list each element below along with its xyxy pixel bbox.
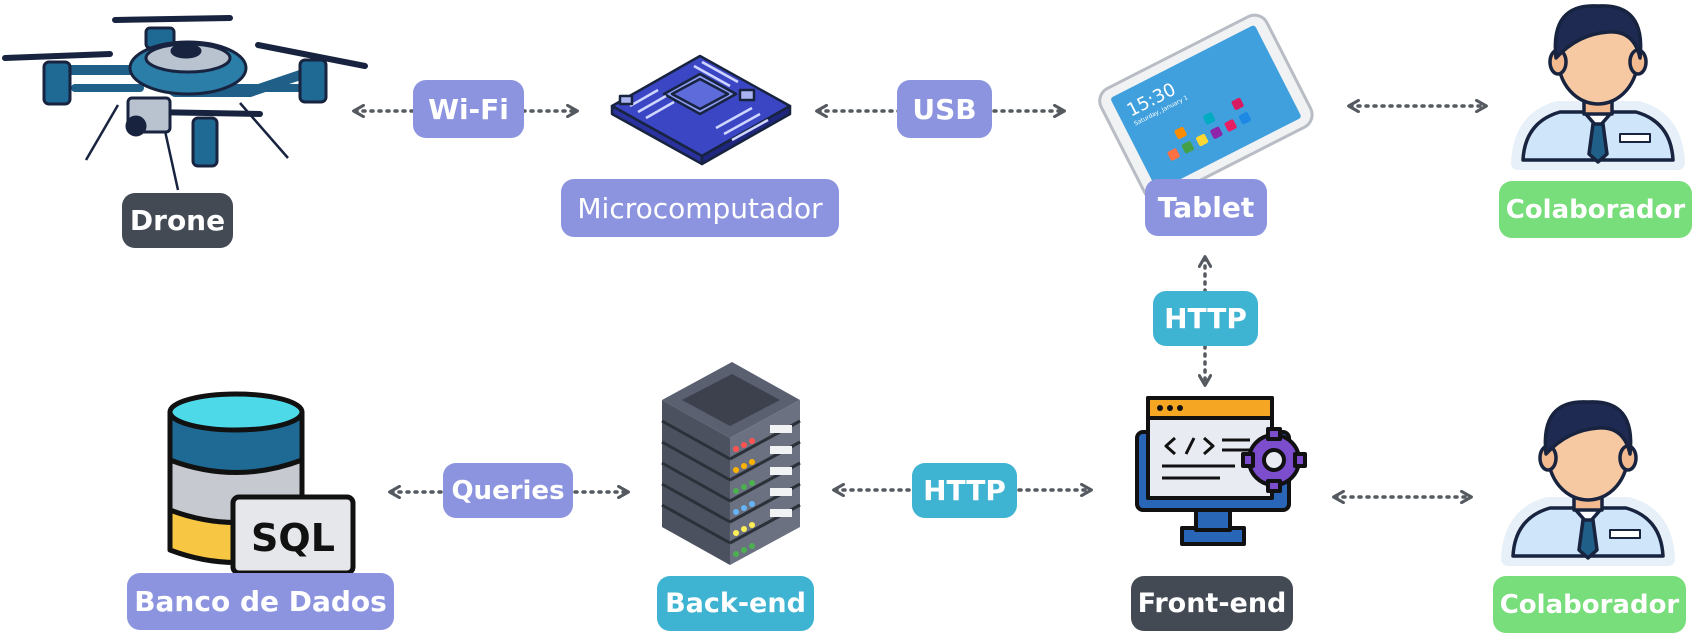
sql-database-icon: SQL — [167, 391, 356, 576]
server-rack-icon — [661, 362, 801, 565]
user-icon — [1511, 4, 1685, 170]
node-label-drone: Drone — [122, 193, 233, 248]
connection-label-wifi: Wi-Fi — [413, 80, 524, 138]
connectors — [355, 106, 1485, 497]
user-icon — [1501, 400, 1675, 566]
node-label-database: Banco de Dados — [127, 573, 394, 630]
connection-label-usb: USB — [897, 80, 992, 138]
node-label-frontend: Front-end — [1131, 576, 1293, 631]
drone-icon — [2, 15, 368, 191]
connection-label-http-vertical: HTTP — [1153, 291, 1258, 346]
node-label-collaborator-top: Colaborador — [1499, 181, 1692, 238]
circuit-board-icon — [610, 54, 792, 166]
node-label-backend: Back-end — [657, 576, 814, 631]
monitor-code-icon — [1135, 396, 1307, 546]
node-label-collaborator-bottom: Colaborador — [1493, 576, 1686, 633]
node-label-tablet: Tablet — [1145, 179, 1267, 236]
connection-label-http-horizontal: HTTP — [912, 463, 1017, 518]
connection-label-queries: Queries — [443, 463, 573, 518]
sql-badge-text: SQL — [251, 516, 335, 560]
tablet-icon: 15:30 Saturday, January 1 — [1098, 13, 1314, 202]
node-label-microcomputer: Microcomputador — [561, 179, 839, 237]
